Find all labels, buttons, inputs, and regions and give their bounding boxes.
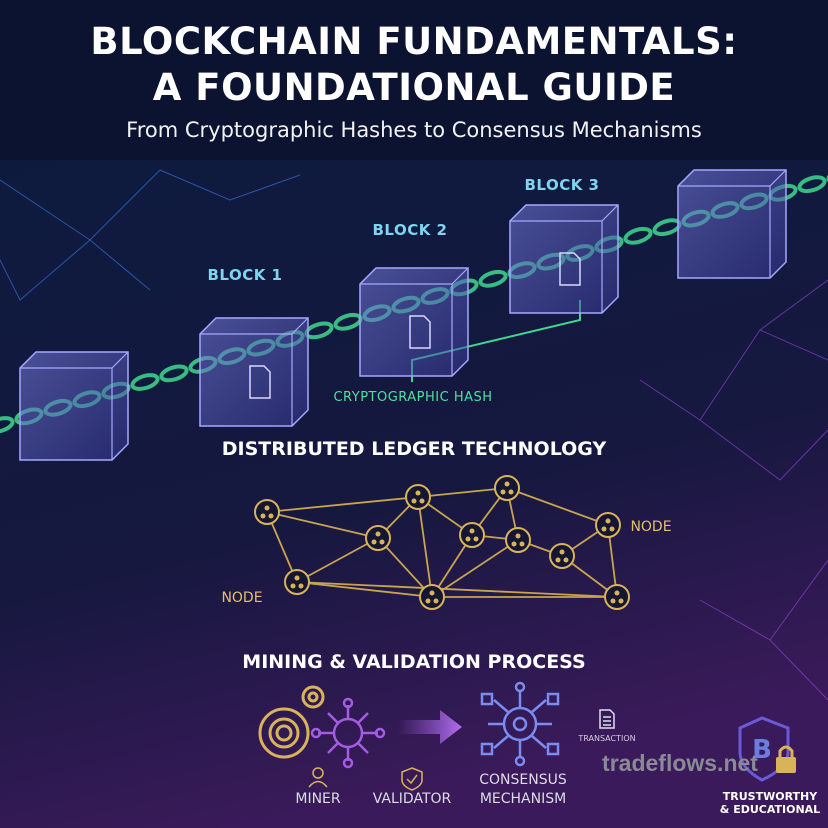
ledger-node-icon <box>254 499 280 525</box>
transaction-document-icon <box>599 709 615 729</box>
ledger-node-icon <box>284 569 310 595</box>
consensus-network-icon <box>480 681 560 767</box>
ledger-node-icon <box>595 512 621 538</box>
mining-title: MINING & VALIDATION PROCESS <box>242 651 586 673</box>
ledger-node-icon <box>494 475 520 501</box>
ledger-node-icon <box>604 584 630 610</box>
block-3-label: BLOCK 3 <box>524 176 600 194</box>
validator-shield-icon <box>401 767 423 791</box>
block-2-label: BLOCK 2 <box>372 221 448 239</box>
node-label-right: NODE <box>630 519 672 535</box>
ledger-link <box>431 539 519 598</box>
page-title-line1: BLOCKCHAIN FUNDAMENTALS: <box>90 20 738 63</box>
block-cube <box>509 204 619 314</box>
ledger-link <box>266 496 419 513</box>
validator-node-icon <box>310 697 386 769</box>
page-title-line2: A FOUNDATIONAL GUIDE <box>152 66 676 109</box>
svg-text:B: B <box>752 735 772 765</box>
miner-worker-icon <box>308 767 328 788</box>
header: BLOCKCHAIN FUNDAMENTALS: A FOUNDATIONAL … <box>0 0 828 160</box>
network-lines-decoration <box>0 169 828 701</box>
badge-line1: TRUSTWORTHY <box>722 790 818 803</box>
miner-label: MINER <box>295 791 341 807</box>
ledger-link <box>266 511 379 539</box>
chain-link <box>623 226 653 245</box>
bitcoin-shield-lock-icon: B <box>738 716 796 782</box>
document-icon <box>559 252 581 286</box>
document-icon <box>409 315 431 349</box>
ledger-link <box>296 537 379 583</box>
ledger-link <box>417 496 433 598</box>
page-subtitle: From Cryptographic Hashes to Consensus M… <box>126 118 702 142</box>
chain-link <box>130 373 160 391</box>
node-label-left: NODE <box>221 590 263 606</box>
block-cube <box>677 169 787 279</box>
chain-link <box>797 175 827 194</box>
badge-text: TRUSTWORTHY & EDUCATIONAL <box>720 790 820 816</box>
chain-link <box>159 364 189 383</box>
badge-line2: & EDUCATIONAL <box>719 803 821 816</box>
document-icon <box>249 365 271 399</box>
consensus-label-line1: CONSENSUS <box>479 772 567 788</box>
ledger-node-icon <box>459 522 485 548</box>
cryptographic-hash-label: CRYPTOGRAPHIC HASH <box>333 390 493 405</box>
ledger-link <box>506 487 609 526</box>
transaction-label: TRANSACTION <box>578 734 636 743</box>
ledger-link <box>296 581 433 598</box>
ledger-node-icon <box>505 527 531 553</box>
block-cube <box>359 267 469 377</box>
block-1-label: BLOCK 1 <box>207 266 283 284</box>
block-cube <box>199 317 309 427</box>
miner-gear-icon <box>258 685 325 759</box>
ledger-node-icon <box>365 525 391 551</box>
chain-link <box>0 416 15 434</box>
arrow-icon <box>398 710 462 744</box>
chain-link <box>478 269 508 288</box>
block-cube <box>19 351 129 461</box>
watermark: tradeflows.net <box>602 750 758 776</box>
ledger-link <box>417 487 508 498</box>
ledger-link <box>296 581 618 598</box>
ledger-node-icon <box>549 543 575 569</box>
ledger-network <box>254 475 630 610</box>
ledger-node-icon <box>405 484 431 510</box>
ledger-node-icon <box>419 584 445 610</box>
ledger-title: DISTRIBUTED LEDGER TECHNOLOGY <box>221 438 607 460</box>
validator-label: VALIDATOR <box>372 791 452 807</box>
consensus-label-line2: MECHANISM <box>479 791 567 807</box>
